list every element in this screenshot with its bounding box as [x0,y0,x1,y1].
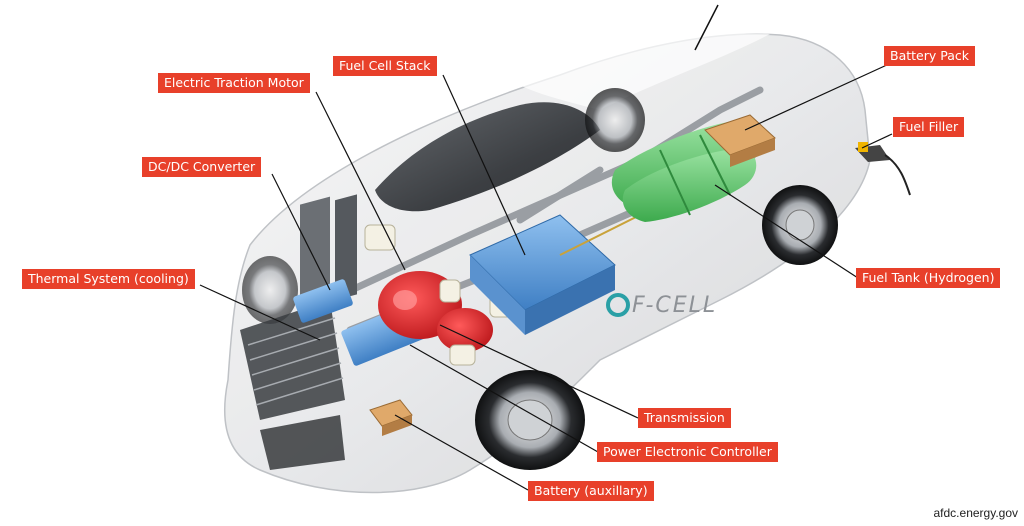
windshield [375,102,600,212]
battery-pack-component [704,114,776,167]
rear-right-wheel [585,88,645,152]
thermal-radiator [300,194,357,315]
label-fuel-cell-stack: Fuel Cell Stack [333,56,437,76]
label-fuel-filler: Fuel Filler [893,117,965,137]
label-power-electronic-controller: Power Electronic Controller [597,442,778,462]
label-battery-pack: Battery Pack [884,46,975,66]
label-fuel-tank: Fuel Tank (Hydrogen) [856,268,1001,288]
label-battery-auxillary: Battery (auxillary) [528,481,654,501]
source-credit: afdc.energy.gov [933,506,1019,520]
car-badge-text: F-CELL [632,293,717,318]
front-left-wheel [475,370,585,470]
label-thermal-system: Thermal System (cooling) [22,269,195,289]
front-grille [240,300,345,470]
rear-left-wheel [762,185,838,265]
leader-lines [199,63,893,491]
label-electric-traction-motor: Electric Traction Motor [158,73,310,93]
front-right-wheel [242,256,298,324]
fuel-cell-stack-component [469,214,616,335]
label-transmission: Transmission [638,408,731,428]
antenna-line [694,4,719,51]
dc-dc-converter-component [293,279,353,323]
car-badge: F-CELL [606,293,717,318]
label-dc-dc-converter: DC/DC Converter [142,157,262,177]
